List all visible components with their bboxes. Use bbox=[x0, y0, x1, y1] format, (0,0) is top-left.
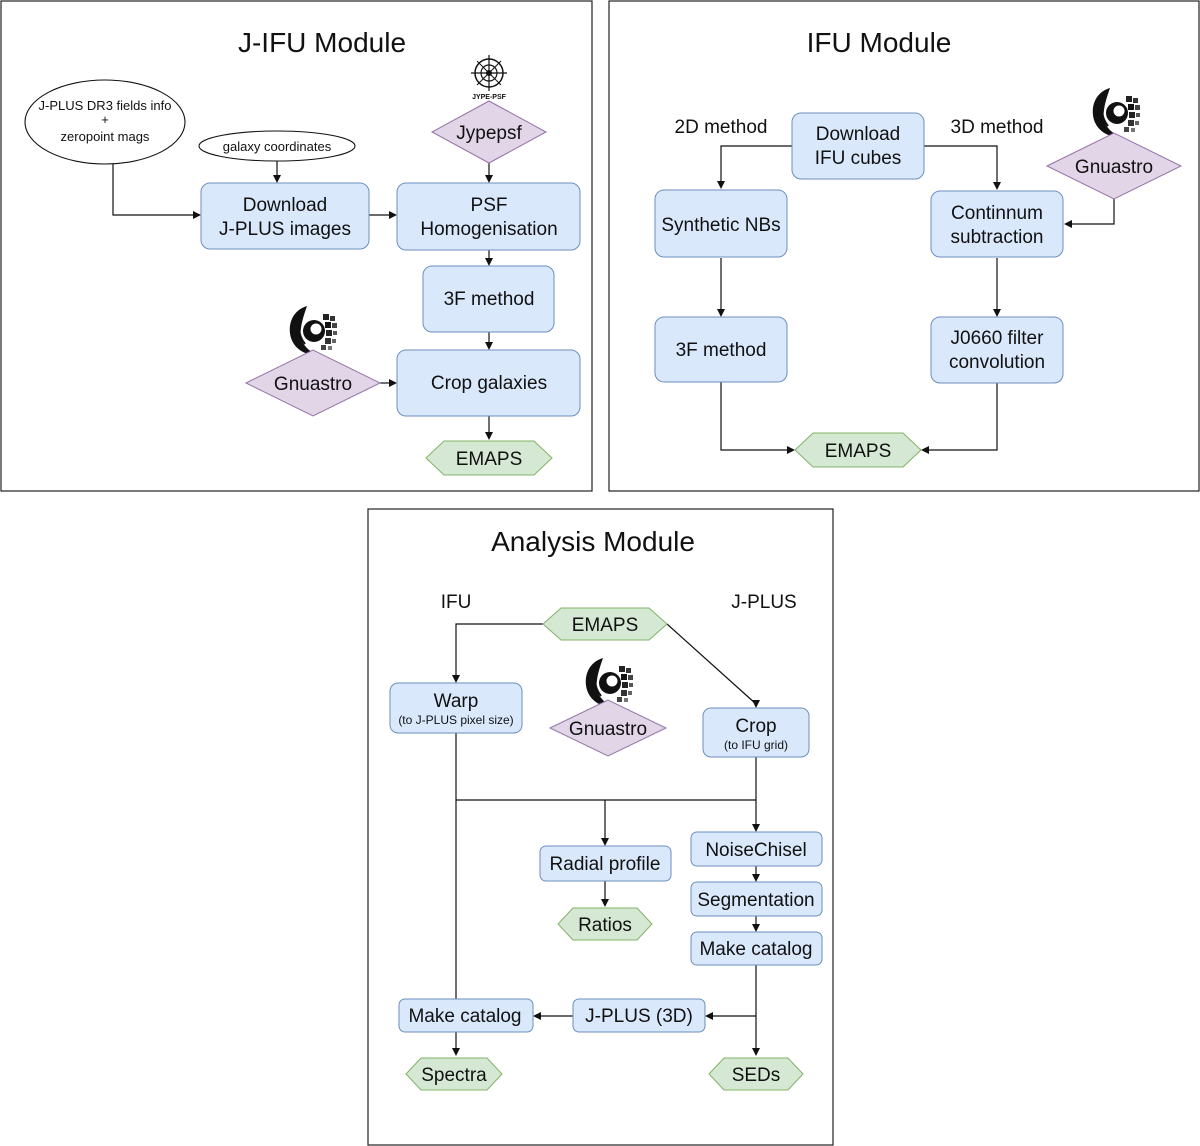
spectra-output-node: Spectra bbox=[405, 1057, 503, 1091]
svg-text:3F method: 3F method bbox=[444, 289, 535, 310]
svg-text:IFU cubes: IFU cubes bbox=[815, 148, 902, 169]
crop-galaxies-node: Crop galaxies bbox=[396, 349, 581, 417]
jypepsf-tool-node: Jypepsf bbox=[430, 100, 548, 164]
svg-text:galaxy coordinates: galaxy coordinates bbox=[223, 139, 332, 154]
gnuastro-tool-node: Gnuastro bbox=[1045, 132, 1183, 200]
psf-homogenisation-node: PSF Homogenisation bbox=[396, 182, 581, 251]
svg-text:Spectra: Spectra bbox=[421, 1065, 487, 1086]
svg-text:(to IFU grid): (to IFU grid) bbox=[724, 738, 788, 752]
svg-text:(to J-PLUS pixel size): (to J-PLUS pixel size) bbox=[398, 713, 513, 727]
svg-text:subtraction: subtraction bbox=[951, 227, 1044, 248]
continuum-subtraction-node: Continnum subtraction bbox=[930, 190, 1064, 258]
svg-text:EMAPS: EMAPS bbox=[456, 449, 523, 470]
seds-output-node: SEDs bbox=[708, 1057, 804, 1091]
svg-text:Gnuastro: Gnuastro bbox=[274, 374, 352, 395]
svg-text:Synthetic NBs: Synthetic NBs bbox=[661, 215, 780, 236]
ifu-module-title: IFU Module bbox=[807, 27, 952, 58]
svg-text:J-PLUS DR3 fields info: J-PLUS DR3 fields info bbox=[39, 98, 172, 113]
svg-text:EMAPS: EMAPS bbox=[572, 615, 639, 636]
svg-text:3F method: 3F method bbox=[676, 340, 767, 361]
radial-profile-node: Radial profile bbox=[539, 845, 672, 882]
jplus-3d-node: J-PLUS (3D) bbox=[572, 998, 706, 1033]
svg-text:Ratios: Ratios bbox=[578, 915, 632, 936]
svg-text:Jypepsf: Jypepsf bbox=[456, 123, 522, 144]
make-catalog-node: Make catalog bbox=[398, 998, 534, 1033]
svg-text:NoiseChisel: NoiseChisel bbox=[705, 840, 806, 861]
svg-text:Warp: Warp bbox=[434, 691, 479, 712]
3f-method-node: 3F method bbox=[422, 265, 555, 333]
svg-text:JYPE-PSF: JYPE-PSF bbox=[472, 94, 507, 101]
gnuastro-tool-node: Gnuastro bbox=[548, 699, 668, 757]
svg-text:EMAPS: EMAPS bbox=[825, 441, 892, 462]
svg-text:Gnuastro: Gnuastro bbox=[569, 719, 647, 740]
ratios-output-node: Ratios bbox=[557, 907, 653, 941]
jifu-module-title: J-IFU Module bbox=[238, 27, 406, 58]
segmentation-node: Segmentation bbox=[690, 881, 823, 917]
svg-text:convolution: convolution bbox=[949, 352, 1045, 373]
3d-method-label: 3D method bbox=[951, 117, 1044, 138]
svg-text:Make catalog: Make catalog bbox=[408, 1006, 521, 1027]
crop-node: Crop (to IFU grid) bbox=[702, 707, 810, 758]
svg-text:Radial profile: Radial profile bbox=[550, 854, 661, 875]
svg-text:Segmentation: Segmentation bbox=[697, 890, 814, 911]
svg-text:Make catalog: Make catalog bbox=[699, 939, 812, 960]
svg-text:zeropoint mags: zeropoint mags bbox=[61, 129, 150, 144]
2d-method-label: 2D method bbox=[675, 117, 768, 138]
svg-text:Download: Download bbox=[243, 195, 328, 216]
jplus-branch-label: J-PLUS bbox=[731, 592, 796, 613]
svg-text:Crop: Crop bbox=[735, 716, 776, 737]
3f-method-node: 3F method bbox=[654, 316, 788, 383]
galaxy-coordinates-node: galaxy coordinates bbox=[198, 130, 356, 162]
svg-text:Continnum: Continnum bbox=[951, 203, 1043, 224]
download-jplus-images-node: Download J-PLUS images bbox=[200, 182, 370, 250]
emaps-input-node: EMAPS bbox=[542, 607, 668, 641]
emaps-output-node: EMAPS bbox=[794, 432, 922, 468]
emaps-output-node: EMAPS bbox=[425, 440, 553, 476]
synthetic-nbs-node: Synthetic NBs bbox=[654, 189, 788, 258]
svg-text:J-PLUS images: J-PLUS images bbox=[219, 219, 351, 240]
svg-text:Download: Download bbox=[816, 124, 901, 145]
make-catalog-node: Make catalog bbox=[690, 931, 823, 966]
svg-text:Crop galaxies: Crop galaxies bbox=[431, 373, 547, 394]
noisechisel-node: NoiseChisel bbox=[690, 831, 823, 867]
svg-text:SEDs: SEDs bbox=[732, 1065, 781, 1086]
jplus-fields-info-node: J-PLUS DR3 fields info + zeropoint mags bbox=[24, 79, 186, 165]
svg-text:+: + bbox=[101, 112, 109, 127]
gnuastro-tool-node: Gnuastro bbox=[244, 349, 382, 417]
j0660-filter-convolution-node: J0660 filter convolution bbox=[930, 316, 1064, 384]
svg-text:PSF: PSF bbox=[471, 195, 508, 216]
svg-text:Gnuastro: Gnuastro bbox=[1075, 157, 1153, 178]
svg-text:J0660 filter: J0660 filter bbox=[951, 328, 1045, 349]
warp-node: Warp (to J-PLUS pixel size) bbox=[389, 682, 523, 734]
svg-text:J-PLUS (3D): J-PLUS (3D) bbox=[585, 1006, 693, 1027]
svg-text:Homogenisation: Homogenisation bbox=[420, 219, 557, 240]
analysis-module-title: Analysis Module bbox=[491, 526, 695, 557]
download-ifu-cubes-node: Download IFU cubes bbox=[791, 112, 925, 180]
ifu-branch-label: IFU bbox=[441, 592, 472, 613]
jype-psf-logo-icon: JYPE-PSF bbox=[471, 55, 507, 101]
